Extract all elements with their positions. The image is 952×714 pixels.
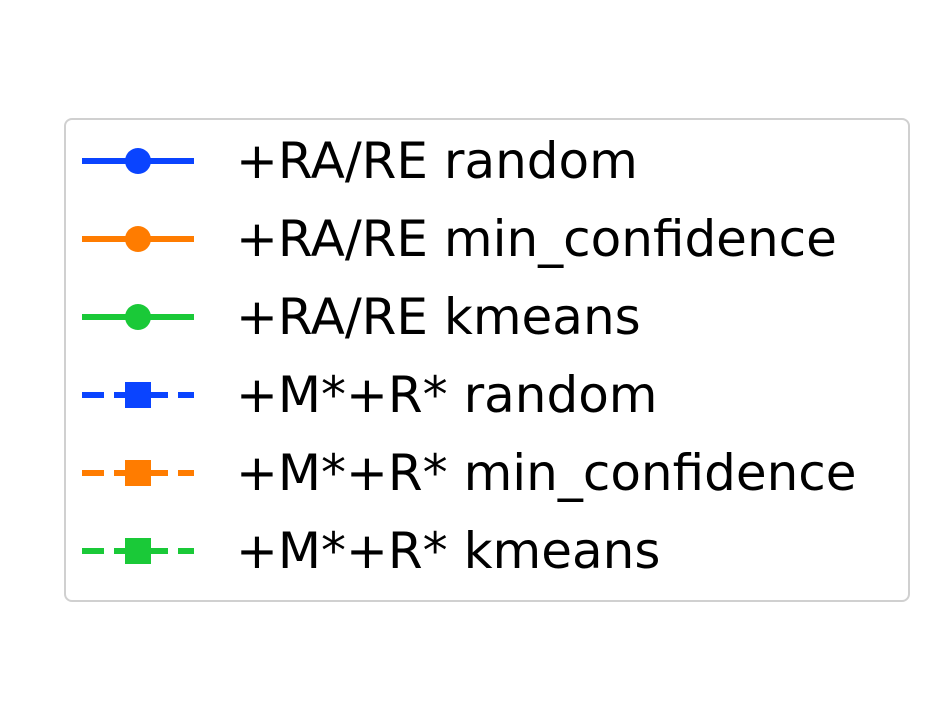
legend-marker-circle bbox=[125, 148, 151, 174]
legend-marker-square bbox=[125, 382, 151, 408]
legend-entry: +RA/RE min_confidence bbox=[66, 200, 912, 278]
legend-marker-square bbox=[125, 538, 151, 564]
legend-label: +M*+R* min_confidence bbox=[236, 444, 857, 502]
legend-entry: +M*+R* random bbox=[66, 356, 912, 434]
legend-entry: +RA/RE kmeans bbox=[66, 278, 912, 356]
legend-entry: +M*+R* kmeans bbox=[66, 512, 912, 590]
chart-legend: +RA/RE random +RA/RE min_confidence +RA/RE… bbox=[64, 118, 910, 602]
legend-handle bbox=[82, 148, 194, 174]
legend-handle bbox=[82, 382, 194, 408]
legend-marker-square bbox=[125, 460, 151, 486]
legend-marker-circle bbox=[125, 304, 151, 330]
legend-handle bbox=[82, 538, 194, 564]
legend-handle bbox=[82, 226, 194, 252]
legend-marker-circle bbox=[125, 226, 151, 252]
legend-label: +RA/RE min_confidence bbox=[236, 210, 837, 268]
legend-entry: +RA/RE random bbox=[66, 122, 912, 200]
legend-handle bbox=[82, 304, 194, 330]
legend-entry: +M*+R* min_confidence bbox=[66, 434, 912, 512]
legend-handle bbox=[82, 460, 194, 486]
legend-label: +M*+R* random bbox=[236, 366, 658, 424]
legend-label: +M*+R* kmeans bbox=[236, 522, 661, 580]
legend-label: +RA/RE kmeans bbox=[236, 288, 641, 346]
legend-label: +RA/RE random bbox=[236, 132, 638, 190]
